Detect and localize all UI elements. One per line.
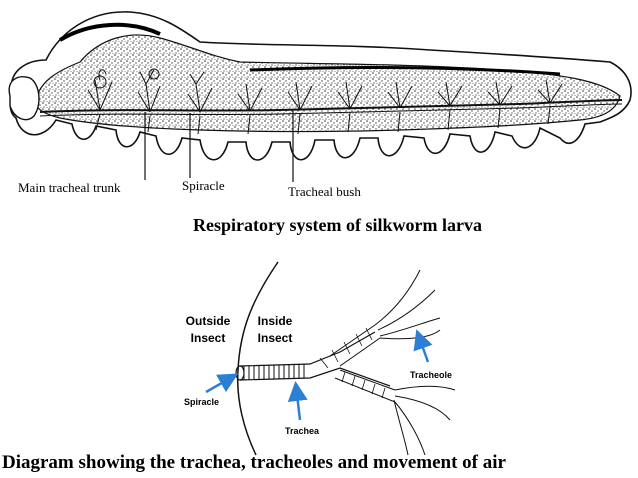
main-tracheal-trunk bbox=[39, 99, 623, 113]
title-respiratory-system: Respiratory system of silkworm larva bbox=[193, 215, 482, 235]
arrow-trachea bbox=[287, 381, 308, 421]
label-tracheal-bush: Tracheal bush bbox=[288, 184, 361, 199]
larva-body-stipple bbox=[35, 34, 621, 133]
larva-head bbox=[8, 76, 40, 121]
label-spiracle-top: Spiracle bbox=[182, 178, 225, 193]
arrow-spiracle bbox=[205, 373, 239, 394]
label-tracheole: Tracheole bbox=[410, 370, 453, 380]
trachea-tube bbox=[235, 269, 456, 456]
arrow-tracheole bbox=[413, 329, 433, 363]
title-trachea-diagram: Diagram showing the trachea, tracheoles … bbox=[2, 452, 506, 473]
label-main-tracheal-trunk: Main tracheal trunk bbox=[18, 180, 121, 195]
label-spiracle-bottom: Spiracle bbox=[184, 397, 220, 407]
label-inside-insect: Inside Insect bbox=[257, 314, 293, 345]
label-trachea: Trachea bbox=[285, 426, 320, 436]
body-wall bbox=[236, 261, 279, 456]
label-outside-insect: Outside Insect bbox=[185, 314, 231, 345]
tracheal-bushes bbox=[87, 68, 563, 135]
silkworm-larva-illustration bbox=[8, 11, 632, 182]
